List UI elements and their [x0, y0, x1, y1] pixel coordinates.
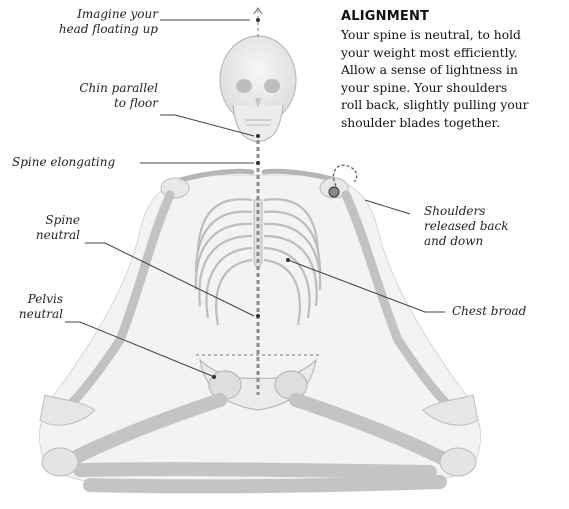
label-pelvis: Pelvis neutral: [5, 292, 63, 322]
body-line: Allow a sense of lightness in: [341, 62, 569, 80]
label-shoulders: Shoulders released back and down: [424, 204, 509, 249]
label-head: Imagine your head floating up: [18, 7, 158, 37]
label-spine-neutral: Spine neutral: [20, 213, 80, 243]
body-line: your weight most efficiently.: [341, 45, 569, 63]
label-chest: Chest broad: [452, 304, 526, 319]
skull: [220, 36, 296, 142]
body-line: shoulder blades together.: [341, 115, 569, 133]
body-line: your spine. Your shoulders: [341, 80, 569, 98]
body-line: Your spine is neutral, to hold: [341, 27, 569, 45]
alignment-heading: ALIGNMENT: [341, 9, 429, 24]
label-chin: Chin parallel to floor: [40, 81, 158, 111]
body-line: roll back, slightly pulling your: [341, 97, 569, 115]
alignment-description: Your spine is neutral, to hold your weig…: [341, 27, 569, 132]
shoulder-marker: [329, 187, 339, 197]
label-spine-elongating: Spine elongating: [12, 155, 115, 170]
